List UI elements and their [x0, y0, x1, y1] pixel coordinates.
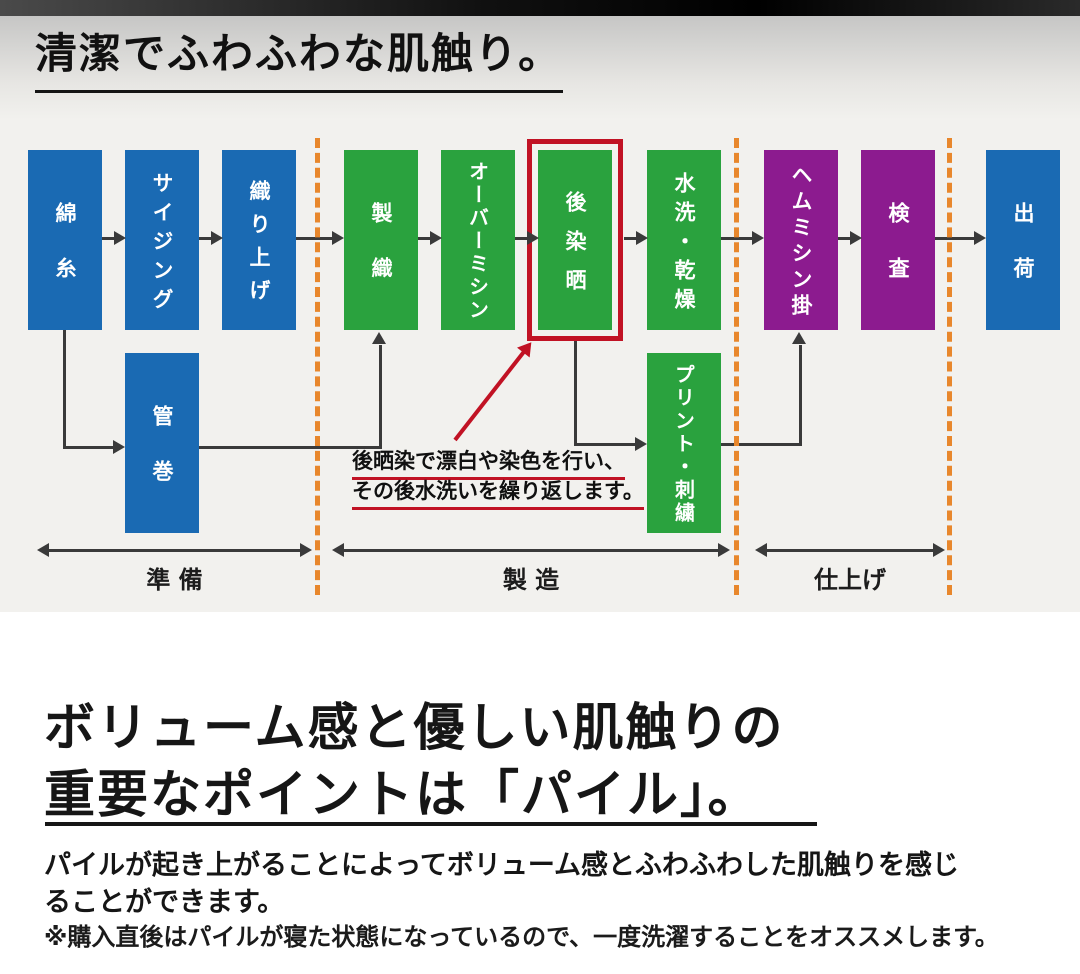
header-background: [0, 16, 1080, 120]
flow-arrow: [935, 231, 986, 245]
flow-box-label: 綿糸: [53, 202, 77, 312]
section-title-underline: [45, 822, 817, 826]
flow-box-label: サイジング: [150, 171, 174, 317]
main-title-underline: [35, 90, 563, 93]
flow-box-label: 後染晒: [563, 190, 587, 308]
flow-connector: [199, 446, 380, 449]
footnote-text: ※購入直後はパイルが寝た状態になっているので、一度洗濯することをオススメします。: [44, 923, 999, 951]
stage-range-line: [767, 549, 933, 552]
flow-box-wash-dry: 水洗・乾燥: [647, 150, 721, 330]
annotation-line-1: 後晒染で漂白や染色を行い、: [352, 445, 625, 480]
annotation-text: その後水洗いを繰り返します。: [352, 475, 644, 510]
arrowhead-right-icon: [300, 543, 312, 557]
flow-arrow: [199, 231, 223, 245]
body-text-line-2: ることができます。: [44, 887, 285, 918]
stage-separator: [947, 138, 952, 595]
flow-box-post-dye-bleach: 後染晒: [538, 150, 612, 330]
flow-box-hem-sewing: ヘムミシン掛: [764, 150, 838, 330]
stage-label-preparation: 準 備: [146, 566, 203, 594]
stage-label-finishing: 仕上げ: [814, 566, 886, 594]
highlight-frame: [527, 139, 623, 341]
flow-box-label: 織り上げ: [247, 180, 271, 312]
flow-box-tube-winding: 管巻: [125, 353, 199, 533]
arrowhead-right-icon: [718, 543, 730, 557]
main-title: 清潔でふわふわな肌触り。: [35, 29, 563, 78]
arrowhead-up-icon: [792, 332, 806, 344]
flow-box-label: 製織: [369, 202, 393, 312]
flow-box-weaving: 製織: [344, 150, 418, 330]
flow-arrow: [574, 437, 647, 451]
arrowhead-left-icon: [332, 543, 344, 557]
stage-separator: [734, 138, 739, 595]
annotation-text: 後晒染で漂白や染色を行い、: [352, 445, 625, 480]
arrowhead-left-icon: [755, 543, 767, 557]
flow-box-shipping: 出荷: [986, 150, 1060, 330]
flow-box-cotton-thread: 綿糸: [28, 150, 102, 330]
arrowhead-right-icon: [933, 543, 945, 557]
flow-box-inspection: 検査: [861, 150, 935, 330]
flow-box-label: 管巻: [150, 405, 174, 515]
stage-range-line: [49, 549, 300, 552]
flow-box-label: 水洗・乾燥: [672, 171, 696, 317]
flow-arrow: [63, 440, 125, 454]
arrowhead-left-icon: [37, 543, 49, 557]
top-cropped-banner: [0, 0, 1080, 16]
flow-connector: [63, 330, 66, 448]
flow-box-label: 出荷: [1011, 202, 1035, 312]
flow-connector: [799, 345, 802, 446]
stage-separator: [315, 138, 320, 595]
flow-box-label: 検査: [886, 202, 910, 312]
flow-box-overlock-sewing: オーバーミシン: [441, 150, 515, 330]
flow-box-label: オーバーミシン: [465, 160, 490, 322]
section-title-line-1: ボリューム感と優しい肌触りの: [44, 699, 785, 758]
flow-box-print-embroidery: プリント・刺繍: [647, 353, 721, 533]
section-title-line-2: 重要なポイントは「パイル」。: [44, 766, 761, 825]
flow-box-label: プリント・刺繍: [671, 363, 696, 525]
flow-connector: [574, 341, 577, 445]
stage-label-manufacturing: 製 造: [502, 566, 560, 594]
flow-box-sizing: サイジング: [125, 150, 199, 330]
body-text-line-1: パイルが起き上がることによってボリューム感とふわふわした肌触りを感じ: [44, 850, 960, 881]
flow-arrow: [296, 231, 344, 245]
flow-arrow: [515, 231, 539, 245]
flow-box-label: ヘムミシン掛: [789, 164, 813, 320]
annotation-line-2: その後水洗いを繰り返します。: [352, 475, 644, 510]
stage-range-line: [344, 549, 718, 552]
arrowhead-up-icon: [372, 332, 386, 344]
flow-box-weaving-up: 織り上げ: [222, 150, 296, 330]
flow-arrow: [102, 231, 126, 245]
flow-arrow: [624, 231, 648, 245]
flow-connector: [721, 443, 801, 446]
flow-arrow: [418, 231, 442, 245]
flow-arrow: [838, 231, 862, 245]
flow-connector: [379, 345, 382, 449]
